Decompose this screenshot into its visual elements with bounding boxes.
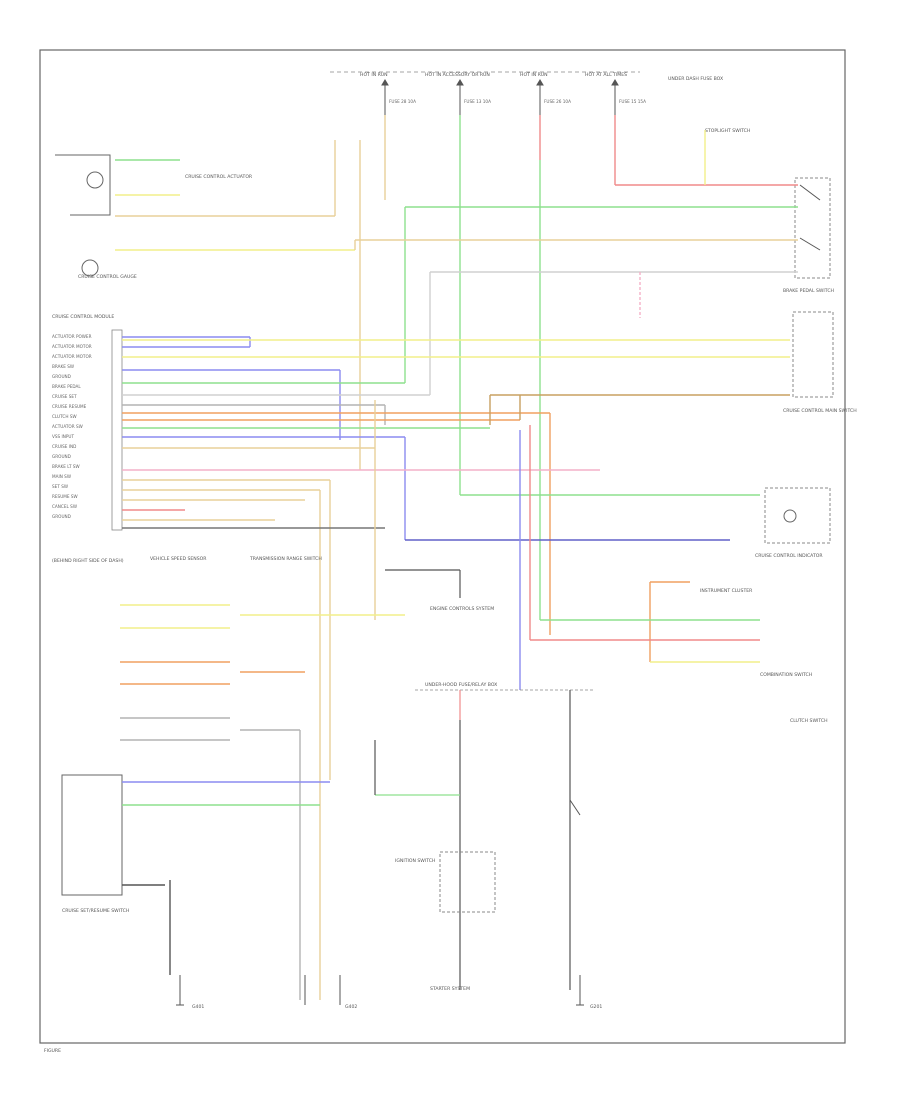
clutch-switch-symbol: [569, 799, 581, 816]
ecm-note: (BEHIND RIGHT SIDE OF DASH): [52, 558, 124, 564]
svg-text:BRAKE PEDAL: BRAKE PEDAL: [52, 384, 81, 389]
actuator-wires: [115, 140, 361, 470]
svg-text:ACTUATOR POWER: ACTUATOR POWER: [52, 334, 92, 339]
ground-g201: G201: [590, 1004, 602, 1010]
fuse-feed-wires: [384, 115, 616, 620]
fuse-26: FUSE 26 10A: [544, 99, 571, 104]
ignition-relay-box: [439, 851, 496, 913]
engine-wire: [385, 569, 461, 598]
fuse-box-note: UNDER DASH FUSE BOX: [668, 76, 723, 82]
speed-sensor-label: VEHICLE SPEED SENSOR: [150, 556, 207, 562]
brake-switch-wires: [355, 130, 798, 395]
instrument-cluster-label: INSTRUMENT CLUSTER: [700, 588, 753, 594]
combination-switch-label: COMBINATION SWITCH: [760, 672, 812, 678]
fuse-13: FUSE 13 10A: [464, 99, 491, 104]
indicator-label: CRUISE CONTROL INDICATOR: [755, 553, 823, 559]
svg-text:GROUND: GROUND: [52, 374, 71, 379]
svg-text:GROUND: GROUND: [52, 514, 71, 519]
brake-switch-contacts: [799, 184, 821, 251]
engine-control-label: ENGINE CONTROLS SYSTEM: [430, 606, 494, 612]
main-switch-label: CRUISE CONTROL MAIN SWITCH: [783, 408, 857, 414]
svg-text:CRUISE IND: CRUISE IND: [52, 444, 76, 449]
svg-text:CRUISE RESUME: CRUISE RESUME: [52, 404, 87, 409]
ecm-wires: [122, 336, 790, 1000]
fuse-label-3: HOT IN RUN: [520, 72, 548, 78]
fuse-label-4: HOT AT ALL TIMES: [585, 72, 627, 78]
svg-text:RESUME SW: RESUME SW: [52, 494, 78, 499]
footer-label: FIGURE: [44, 1048, 61, 1054]
svg-text:ACTUATOR SW: ACTUATOR SW: [52, 424, 83, 429]
indicator-box: [764, 487, 831, 544]
actuator-label: CRUISE CONTROL ACTUATOR: [185, 174, 253, 180]
svg-text:ACTUATOR MOTOR: ACTUATOR MOTOR: [52, 354, 92, 359]
main-switch-box: [792, 311, 834, 398]
ecm-pin-labels: ACTUATOR POWER ACTUATOR MOTOR ACTUATOR M…: [52, 334, 92, 519]
ignition-label: IGNITION SWITCH: [395, 858, 435, 864]
mid-left-wires: [120, 604, 405, 1000]
gauge-label: CRUISE CONTROL GAUGE: [78, 274, 137, 280]
fuse-28: FUSE 28 10A: [389, 99, 416, 104]
diagram-frame: [39, 49, 846, 1044]
fuse-15: FUSE 15 15A: [619, 99, 646, 104]
set-switch-label: CRUISE SET/RESUME SWITCH: [62, 908, 129, 914]
brake-switch-label: BRAKE PEDAL SWITCH: [783, 288, 834, 294]
svg-text:BRAKE LT SW: BRAKE LT SW: [52, 464, 80, 469]
indicator-lamp: [783, 509, 797, 523]
fuse-group: [381, 79, 619, 115]
svg-text:ACTUATOR MOTOR: ACTUATOR MOTOR: [52, 344, 92, 349]
svg-text:CRUISE SET: CRUISE SET: [52, 394, 77, 399]
svg-text:BRAKE SW: BRAKE SW: [52, 364, 74, 369]
svg-text:VSS INPUT: VSS INPUT: [52, 434, 74, 439]
svg-text:SET SW: SET SW: [52, 484, 68, 489]
ground-symbols: [176, 975, 584, 1006]
ground-g401: G401: [192, 1004, 204, 1010]
svg-text:MAIN SW: MAIN SW: [52, 474, 71, 479]
underhood-fuse-label: UNDER-HOOD FUSE/RELAY BOX: [425, 682, 497, 688]
svg-text:CLUTCH SW: CLUTCH SW: [52, 414, 77, 419]
ground-g402: G402: [345, 1004, 357, 1010]
set-switch-box: [61, 774, 123, 896]
starter-wires: [374, 690, 571, 990]
stoplight-switch-label: STOPLIGHT SWITCH: [705, 128, 750, 134]
ecm-connector: [111, 329, 123, 531]
brake-switch-box: [794, 177, 831, 279]
transmission-label: TRANSMISSION RANGE SWITCH: [249, 556, 322, 562]
starter-label: STARTER SYSTEM: [430, 986, 470, 992]
clutch-switch-label: CLUTCH SWITCH: [790, 718, 828, 724]
fuse-label-1: HOT IN RUN: [360, 72, 388, 78]
actuator-symbol: [55, 154, 111, 277]
ecm-block-label: CRUISE CONTROL MODULE: [52, 314, 114, 320]
set-switch-wires: [122, 781, 330, 975]
svg-text:GROUND: GROUND: [52, 454, 71, 459]
combination-wires: [529, 425, 760, 663]
svg-text:CANCEL SW: CANCEL SW: [52, 504, 77, 509]
fuse-label-2: HOT IN ACCESSORY OR RUN: [425, 72, 490, 78]
